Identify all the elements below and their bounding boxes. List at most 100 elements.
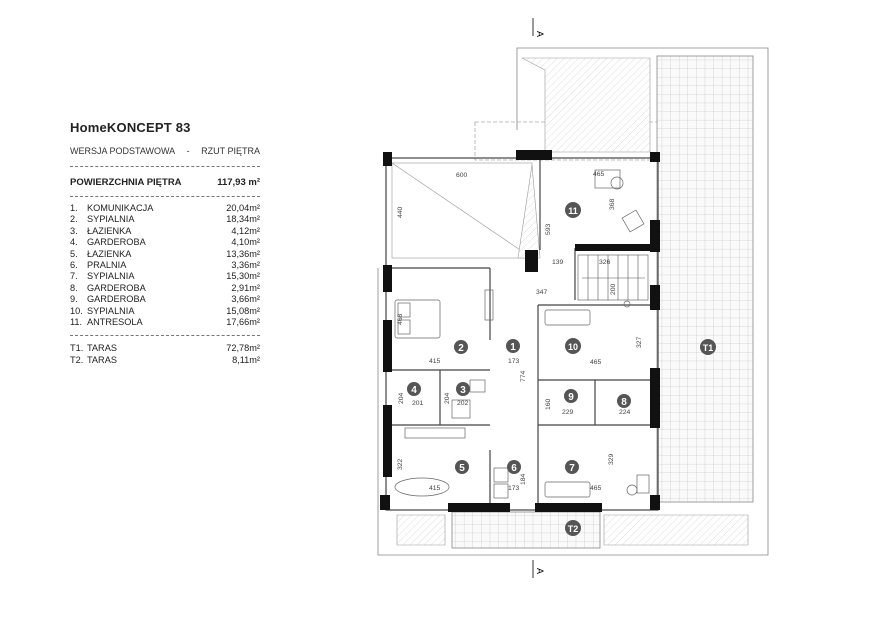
- room-marker: 7: [565, 460, 579, 474]
- section-marker-top: A: [532, 18, 545, 37]
- room-marker: 11: [565, 202, 581, 218]
- dimension: 327: [636, 336, 643, 348]
- dimension: 329: [608, 453, 615, 465]
- dimension: 202: [457, 400, 469, 407]
- room-name: SYPIALNIA: [87, 271, 135, 282]
- room-no: 2.: [70, 214, 78, 225]
- room-area: 15,08m²: [226, 305, 260, 316]
- room-name: SYPIALNIA: [87, 214, 135, 225]
- floor-area-label: POWIERZCHNIA PIĘTRA: [70, 177, 182, 188]
- dimension: 173: [508, 485, 520, 492]
- room-name: PRALNIA: [87, 260, 127, 271]
- dimension: 600: [456, 172, 468, 179]
- dimension: 201: [412, 400, 424, 407]
- room-no: 9.: [70, 294, 78, 305]
- terrace-no: T2.: [70, 354, 84, 365]
- room-name: ŁAZIENKA: [87, 248, 132, 259]
- room-no: 10.: [70, 305, 83, 316]
- dimension: 200: [610, 283, 617, 295]
- floor-area-value: 117,93 m²: [217, 177, 260, 188]
- roof-slope: [603, 514, 749, 546]
- room-marker-label: 9: [568, 392, 574, 403]
- room-area: 17,66m²: [226, 317, 260, 328]
- room-area: 18,34m²: [226, 214, 260, 225]
- room-marker: 10: [565, 338, 581, 354]
- variant-left: WERSJA PODSTAWOWA: [70, 146, 176, 156]
- room-marker-label: 6: [511, 463, 517, 474]
- room-area: 13,36m²: [226, 248, 260, 259]
- room-no: 7.: [70, 271, 78, 282]
- dimension: 465: [593, 171, 605, 178]
- room-marker-label: 1: [510, 342, 516, 353]
- dimension: 774: [520, 370, 527, 382]
- divider: [70, 335, 260, 337]
- variant-sep: -: [186, 146, 190, 156]
- project-number: 83: [175, 120, 191, 135]
- section-marker-bottom: A: [532, 560, 545, 578]
- terrace-name: TARAS: [87, 354, 117, 365]
- floor-area: POWIERZCHNIA PIĘTRA 117,93 m²: [70, 177, 260, 188]
- dimension: 468: [397, 313, 404, 325]
- room-name: GARDEROBA: [87, 294, 146, 305]
- room-marker-label: T1: [703, 343, 714, 353]
- dimension: 322: [397, 458, 404, 470]
- legend-panel: HomeKONCEPT 83 WERSJA PODSTAWOWA - RZUT …: [70, 120, 260, 366]
- room-marker: 6: [507, 460, 521, 474]
- room-marker-label: 11: [568, 206, 578, 216]
- dimension: 465: [590, 485, 602, 492]
- dimension: 593: [545, 223, 552, 235]
- dimension: 229: [562, 409, 574, 416]
- dimension: 139: [552, 259, 564, 266]
- room-marker: 8: [617, 394, 631, 408]
- room-name: SYPIALNIA: [87, 305, 135, 316]
- dimension: 440: [397, 206, 404, 218]
- room-name: ANTRESOLA: [87, 317, 143, 328]
- room-marker-label: 5: [459, 463, 465, 474]
- room-marker: T1: [700, 339, 716, 355]
- room-marker-label: 3: [460, 385, 466, 396]
- terrace-t1: [656, 55, 754, 503]
- section-label: A: [535, 31, 545, 37]
- room-no: 3.: [70, 225, 78, 236]
- variant-right: RZUT PIĘTRA: [201, 146, 260, 156]
- room-marker-label: T2: [568, 524, 579, 534]
- room-area: 3,66m²: [231, 294, 260, 305]
- room-marker: 2: [454, 340, 468, 354]
- roof-slope: [521, 57, 651, 153]
- room-no: 8.: [70, 282, 78, 293]
- list-item: 10. SYPIALNIA 15,08m²: [70, 306, 260, 317]
- room-marker: T2: [565, 520, 581, 536]
- dimension: 224: [619, 409, 631, 416]
- room-name: GARDEROBA: [87, 282, 146, 293]
- walls-thick: [380, 150, 660, 512]
- terrace-area: 8,11m²: [232, 354, 260, 365]
- dimension: 160: [545, 398, 552, 410]
- project-brand: HomeKONCEPT: [70, 120, 172, 135]
- dimension: 415: [429, 358, 441, 365]
- room-area: 4,12m²: [231, 225, 260, 236]
- room-name: KOMUNIKACJA: [87, 203, 154, 213]
- staircase: [577, 254, 649, 301]
- furniture: [394, 169, 650, 499]
- room-marker-label: 8: [621, 397, 627, 408]
- dimension-labels: 600 440 465 368 593 139 326 347 200 415 …: [397, 171, 643, 492]
- divider: [70, 166, 260, 167]
- project-title: HomeKONCEPT 83: [70, 120, 260, 135]
- room-area: 3,36m²: [231, 260, 260, 271]
- room-marker-label: 7: [569, 463, 575, 474]
- room-no: 4.: [70, 237, 78, 248]
- room-marker-label: 10: [568, 342, 578, 352]
- section-label: A: [535, 568, 545, 574]
- divider: [70, 196, 260, 197]
- room-marker-label: 4: [411, 385, 417, 396]
- dimension: 184: [520, 473, 527, 485]
- room-marker-label: 2: [458, 343, 464, 354]
- dimension: 465: [590, 359, 602, 366]
